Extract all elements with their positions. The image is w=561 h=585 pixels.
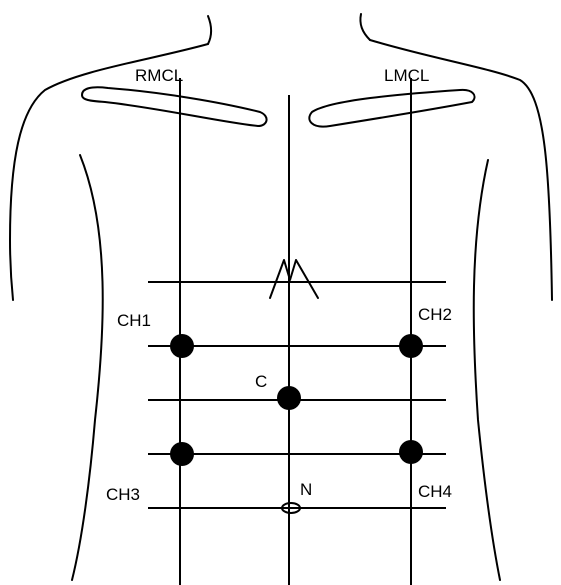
electrode-ch2 <box>399 334 423 358</box>
electrode-ch3 <box>170 442 194 466</box>
neck-right-outline <box>360 14 370 40</box>
label-lmcl: LMCL <box>384 66 429 85</box>
label-c: C <box>255 372 267 391</box>
label-ch3: CH3 <box>106 485 140 504</box>
right-torso-side <box>474 160 500 580</box>
xiphoid-outline <box>270 260 318 298</box>
label-ch4: CH4 <box>418 482 452 501</box>
label-n: N <box>300 480 312 499</box>
left-clavicle <box>309 90 474 127</box>
electrode-c <box>277 386 301 410</box>
electrode-ch4 <box>399 440 423 464</box>
label-ch2: CH2 <box>418 305 452 324</box>
neck-left-outline <box>208 16 211 44</box>
label-ch1: CH1 <box>117 311 151 330</box>
label-rmcl: RMCL <box>135 66 183 85</box>
right-clavicle <box>82 87 267 126</box>
electrode-ch1 <box>170 334 194 358</box>
left-torso-side <box>72 155 103 580</box>
